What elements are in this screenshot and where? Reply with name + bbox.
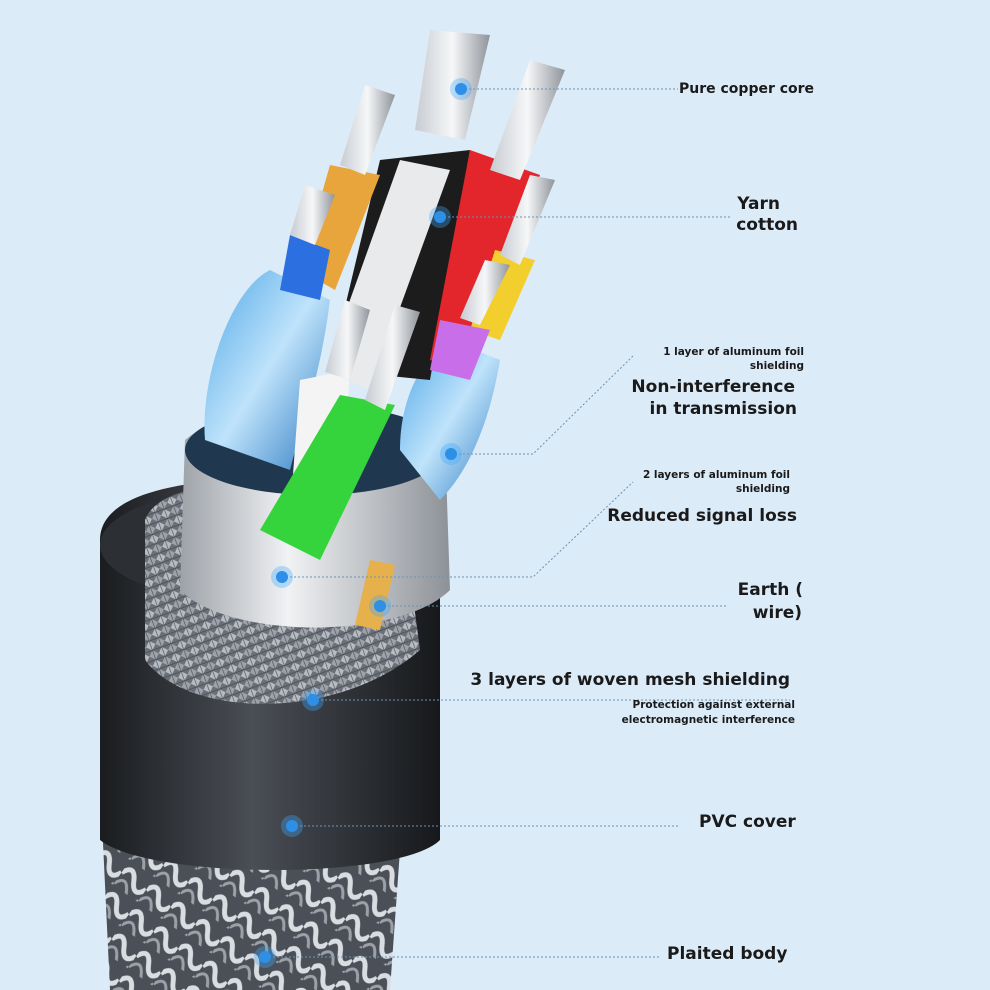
leader-line-foil-1-layer bbox=[451, 355, 634, 455]
label-earth: Earth ( bbox=[737, 580, 803, 600]
label-pure-copper-core: Pure copper core bbox=[679, 81, 815, 97]
label-cotton: cotton bbox=[736, 215, 798, 235]
note-electromagnetic-interference: electromagnetic interference bbox=[621, 714, 795, 726]
label-in-transmission: in transmission bbox=[649, 399, 797, 419]
note-one-layer-foil-2: shielding bbox=[749, 360, 804, 372]
label-pvc-cover: PVC cover bbox=[699, 812, 796, 832]
label-reduced-signal-loss: Reduced signal loss bbox=[607, 506, 797, 526]
label-plaited-body: Plaited body bbox=[667, 944, 788, 964]
label-wire: wire) bbox=[752, 603, 802, 623]
label-non-interference: Non-interference bbox=[631, 377, 795, 397]
leader-lines bbox=[265, 88, 790, 958]
label-yarn: Yarn bbox=[737, 194, 780, 214]
markers bbox=[254, 78, 472, 968]
conductors-graphic bbox=[260, 30, 565, 630]
note-one-layer-foil: 1 layer of aluminum foil bbox=[663, 346, 804, 358]
note-two-layers-foil: 2 layers of aluminum foil bbox=[642, 469, 790, 481]
note-two-layers-foil-2: shielding bbox=[735, 483, 790, 495]
label-woven-mesh: 3 layers of woven mesh shielding bbox=[470, 670, 790, 690]
note-protection-against: Protection against external bbox=[632, 699, 795, 711]
